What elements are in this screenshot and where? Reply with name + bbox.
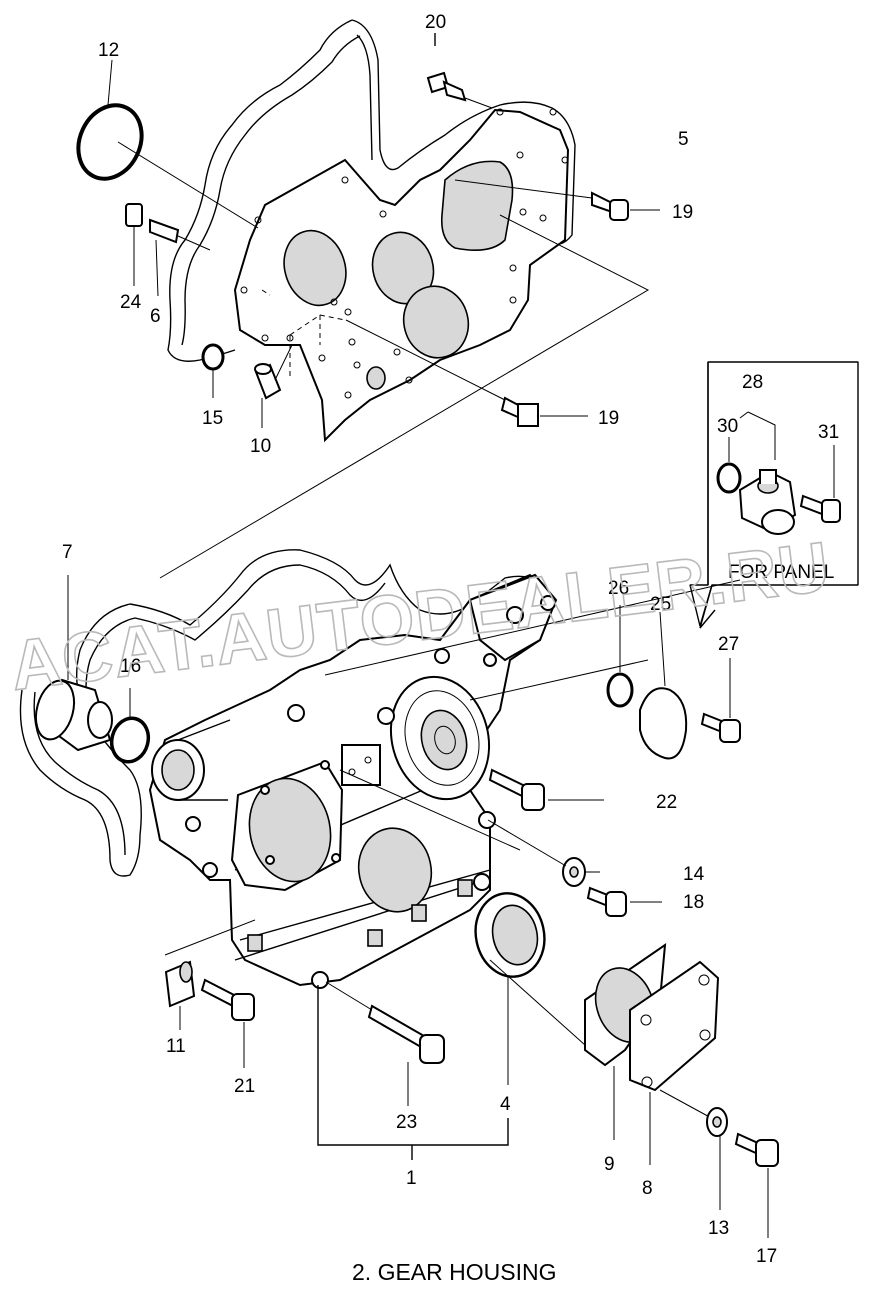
- label-24: 24: [120, 292, 142, 313]
- leader-28: [739, 411, 776, 460]
- label-4: 4: [500, 1094, 511, 1115]
- label-19b: 19: [598, 408, 619, 429]
- label-12: 12: [98, 40, 119, 61]
- oil-seal-4: [474, 892, 546, 1085]
- label-25: 25: [650, 594, 671, 615]
- cover-8: [629, 960, 720, 1092]
- bolt-22: [488, 768, 604, 811]
- projection-line-upper: [159, 214, 650, 579]
- leader-12: [107, 59, 259, 229]
- plate-bolt-holes: [240, 108, 569, 399]
- nut-24: [125, 203, 143, 286]
- bolt-17: [734, 1132, 779, 1238]
- label-13: 13: [708, 1218, 729, 1239]
- label-6: 6: [150, 306, 161, 327]
- label-15: 15: [202, 408, 223, 429]
- bolt-20: [426, 33, 493, 109]
- inset-panel: [689, 361, 859, 629]
- label-17: 17: [756, 1246, 777, 1267]
- o-ring-12: [76, 103, 144, 181]
- housing-seal-bore: [357, 827, 433, 913]
- bolt-31: [799, 445, 841, 523]
- label-5: 5: [678, 129, 689, 150]
- label-27: 27: [718, 634, 739, 655]
- plate-window: [440, 160, 514, 251]
- bolt-19-upper: [454, 179, 660, 221]
- bolt-18: [586, 886, 662, 917]
- washer-14: [487, 819, 600, 887]
- label-1: 1: [406, 1168, 417, 1189]
- label-9: 9: [604, 1154, 615, 1175]
- label-8: 8: [642, 1178, 653, 1199]
- gear-housing-1: [148, 573, 741, 989]
- washer-13: [706, 1107, 728, 1210]
- group-bracket-1: [317, 985, 509, 1160]
- plate-hole-3: [402, 285, 470, 359]
- o-ring-15: [201, 343, 225, 371]
- cover-plate-25: [639, 687, 688, 760]
- diagram-caption: 2. GEAR HOUSING: [352, 1259, 556, 1285]
- bolt-19-lower: [345, 319, 588, 427]
- o-ring-16: [109, 716, 151, 764]
- label-23: 23: [396, 1112, 417, 1133]
- hidden-lines: [261, 289, 346, 380]
- label-30: 30: [717, 416, 738, 437]
- label-26: 26: [608, 578, 629, 599]
- label-20: 20: [425, 12, 446, 33]
- label-21: 21: [234, 1076, 255, 1097]
- o-ring-26: [606, 672, 634, 708]
- part-labels: 20 12 5 19 24 6 15 19 10 28 30 31 7 26 2…: [62, 12, 839, 1267]
- filler-cap-7: [34, 575, 113, 752]
- dowel-10: [254, 344, 293, 428]
- label-11: 11: [166, 1036, 186, 1057]
- plate-hole-1: [283, 229, 347, 307]
- label-10: 10: [250, 436, 271, 457]
- label-31: 31: [818, 422, 839, 443]
- label-7: 7: [62, 542, 73, 563]
- gasket-inner-outline: [181, 34, 373, 346]
- label-16: 16: [120, 656, 141, 677]
- label-19a: 19: [672, 202, 693, 223]
- label-14: 14: [683, 864, 705, 885]
- lower-gasket: [19, 549, 553, 877]
- spacer-11: [164, 960, 196, 1030]
- inset-note: FOR PANEL: [728, 562, 834, 583]
- stud-6: [149, 218, 211, 297]
- bolt-21: [200, 978, 255, 1068]
- label-22: 22: [656, 792, 677, 813]
- label-28: 28: [742, 372, 763, 393]
- o-ring-30: [716, 462, 742, 494]
- label-18: 18: [683, 892, 704, 913]
- bolt-23: [325, 981, 445, 1106]
- bolt-27: [700, 658, 741, 743]
- gasket-outline: [167, 19, 576, 362]
- plate-small-hole: [366, 366, 386, 390]
- upper-gasket-and-plate: [159, 19, 650, 579]
